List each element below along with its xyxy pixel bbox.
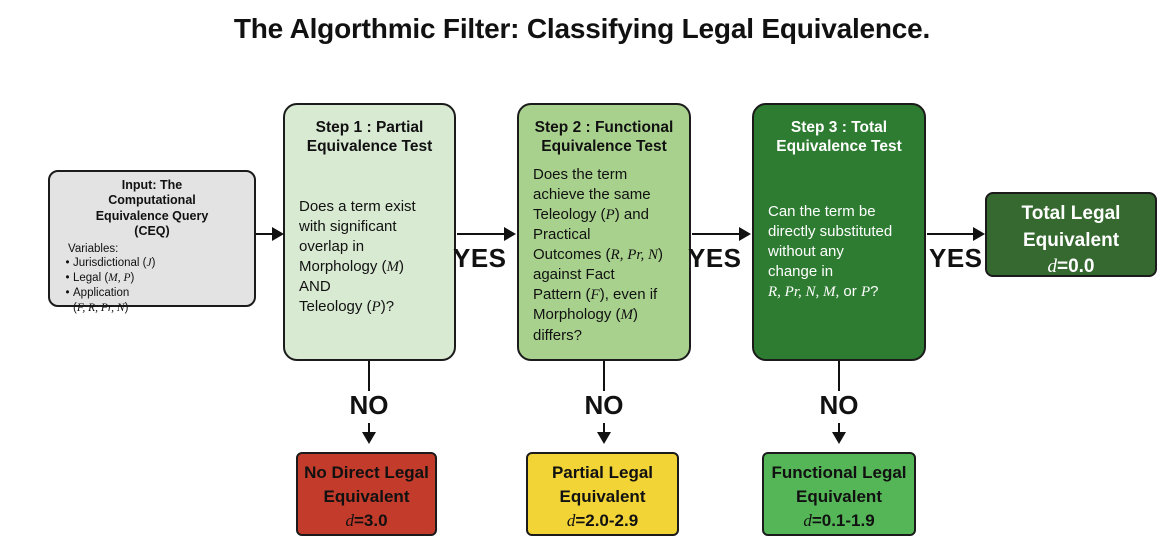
arrow-head-right-icon xyxy=(504,227,516,241)
arrow-head-down-icon xyxy=(597,432,611,444)
arrow-head-right-icon xyxy=(272,227,284,241)
arrow-head-right-icon xyxy=(739,227,751,241)
bullet-icon: • xyxy=(65,287,70,300)
arrow-shaft xyxy=(256,233,273,235)
arrow-shaft xyxy=(457,233,505,235)
variables-list: • Jurisdictional (J) • Legal (M, P) • Ap… xyxy=(62,256,248,316)
variables-label: Variables: xyxy=(68,243,119,255)
variable-item-label: Legal (M, P) xyxy=(73,272,135,285)
bullet-icon: • xyxy=(65,272,70,285)
arrow-shaft xyxy=(368,423,370,433)
arrow-head-down-icon xyxy=(832,432,846,444)
diagram-title: The Algorthmic Filter: Classifying Legal… xyxy=(233,13,931,44)
arrow-shaft xyxy=(368,361,370,391)
variable-item-label: Jurisdictional (J) xyxy=(73,257,156,270)
arrow-shaft xyxy=(603,361,605,391)
variable-item-label: Application(F, R, Pr, N) xyxy=(73,287,130,315)
arrow-shaft xyxy=(692,233,740,235)
no-label-3: NO xyxy=(819,390,859,420)
bullet-icon: • xyxy=(65,257,70,270)
variable-item: • Jurisdictional (J) xyxy=(62,256,248,271)
arrow-head-right-icon xyxy=(973,227,985,241)
no-label-1: NO xyxy=(349,390,389,420)
yes-label-2: YES xyxy=(688,243,742,273)
arrow-shaft xyxy=(927,233,974,235)
arrow-shaft xyxy=(603,423,605,433)
arrow-head-down-icon xyxy=(362,432,376,444)
arrow-shaft xyxy=(838,361,840,391)
variable-item: • Application(F, R, Pr, N) xyxy=(62,286,248,316)
no-label-2: NO xyxy=(584,390,624,420)
yes-label-3: YES xyxy=(929,243,983,273)
arrow-shaft xyxy=(838,423,840,433)
variable-item: • Legal (M, P) xyxy=(62,271,248,286)
yes-label-1: YES xyxy=(453,243,507,273)
